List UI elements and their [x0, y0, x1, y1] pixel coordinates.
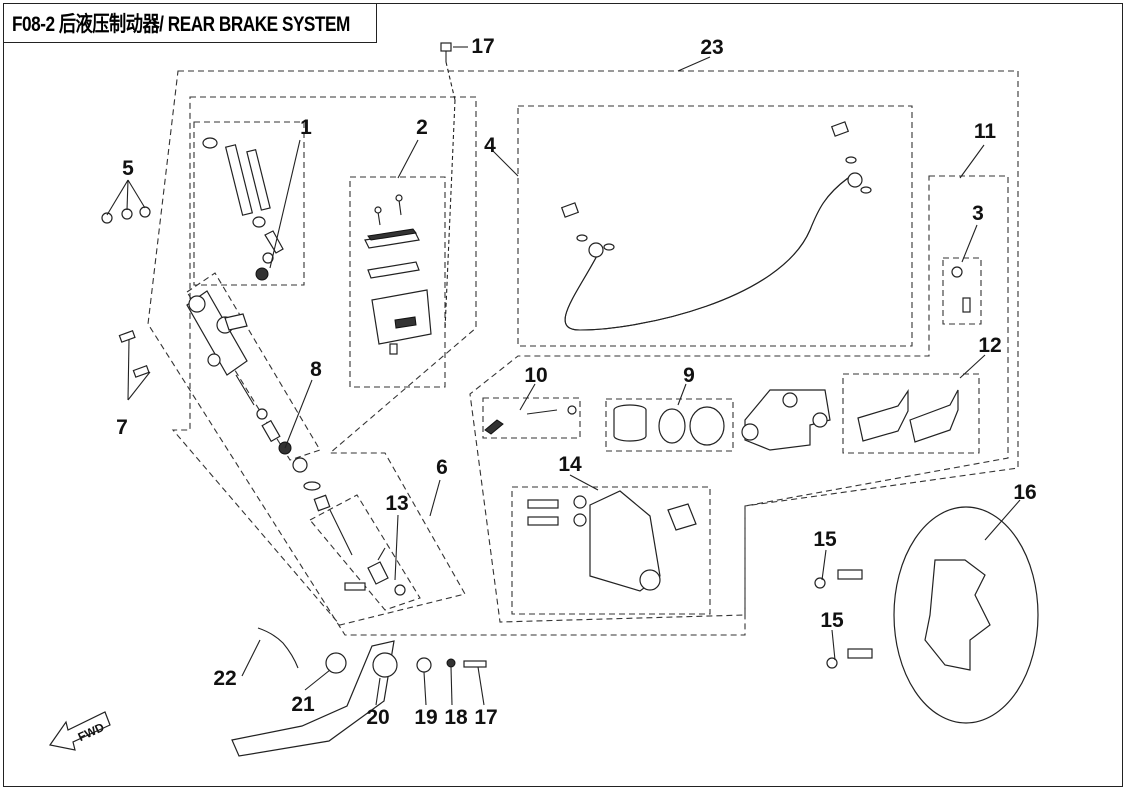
- caliper-bracket: [527, 490, 697, 592]
- callout-23: 23: [700, 36, 723, 59]
- callout-5: 5: [122, 157, 134, 180]
- top-bolt: [440, 42, 456, 331]
- callout-9: 9: [683, 364, 695, 387]
- callout-13: 13: [385, 492, 408, 515]
- brake-disc: [893, 506, 1039, 724]
- group-14-box: [511, 486, 711, 615]
- diagram-title: F08-2 后液压制动器/ REAR BRAKE SYSTEM: [12, 13, 350, 36]
- callout-12: 12: [978, 334, 1001, 357]
- group-2-box: [349, 176, 446, 388]
- group-8-box: [186, 272, 321, 461]
- group-12-box: [842, 373, 980, 454]
- callout-15b: 15: [820, 609, 844, 632]
- callout-6: 6: [436, 456, 448, 479]
- group-10-box: [482, 397, 581, 439]
- fasteners-left: [101, 206, 151, 378]
- bleeder-valve: [951, 266, 971, 313]
- group-23-boundary: [147, 70, 1019, 636]
- callout-21: 21: [291, 693, 315, 716]
- callout-numbers: 1 2 3 4 5 6 7 8 9 10 11 12 13 14 15 15 1…: [116, 35, 1037, 729]
- callout-15a: 15: [813, 528, 837, 551]
- callout-2: 2: [416, 116, 428, 139]
- callout-22: 22: [213, 667, 236, 690]
- group-13-box: [309, 494, 421, 611]
- callout-4: 4: [484, 134, 496, 157]
- callout-18: 18: [444, 706, 468, 729]
- callout-20: 20: [366, 706, 389, 729]
- callout-17a: 17: [471, 35, 494, 58]
- group-1-box: [193, 121, 305, 286]
- group-3-box: [942, 257, 982, 325]
- title-box: F08-2 后液压制动器/ REAR BRAKE SYSTEM: [3, 3, 377, 43]
- brake-pads: [857, 389, 959, 443]
- piston-seals: [613, 404, 725, 446]
- callout-19: 19: [414, 706, 437, 729]
- diagram-frame: [3, 3, 1123, 787]
- pushrod-parts: [202, 137, 284, 281]
- callout-8: 8: [310, 358, 322, 381]
- reservoir-parts: [364, 194, 432, 355]
- group-9-box: [605, 398, 734, 452]
- brake-pedal: [231, 627, 487, 757]
- forward-arrow: FWD: [48, 711, 111, 751]
- disc-bolts: [814, 569, 873, 669]
- callout-1: 1: [300, 116, 312, 139]
- pad-pin: [484, 405, 577, 435]
- callout-7: 7: [116, 416, 128, 439]
- group-11-boundary: [469, 175, 1009, 623]
- brake-caliper: [741, 389, 831, 451]
- master-cylinder: [186, 290, 248, 376]
- group-4-box: [517, 105, 913, 347]
- linkage-parts: [329, 509, 406, 596]
- brake-hose: [560, 121, 872, 331]
- group-6-boundary: [171, 96, 477, 626]
- callout-10: 10: [524, 364, 547, 387]
- callout-17b: 17: [474, 706, 497, 729]
- callout-14: 14: [558, 453, 582, 476]
- callout-3: 3: [972, 202, 984, 225]
- callout-11: 11: [974, 120, 997, 143]
- callout-16: 16: [1013, 481, 1036, 504]
- leader-lines: [106, 46, 1021, 706]
